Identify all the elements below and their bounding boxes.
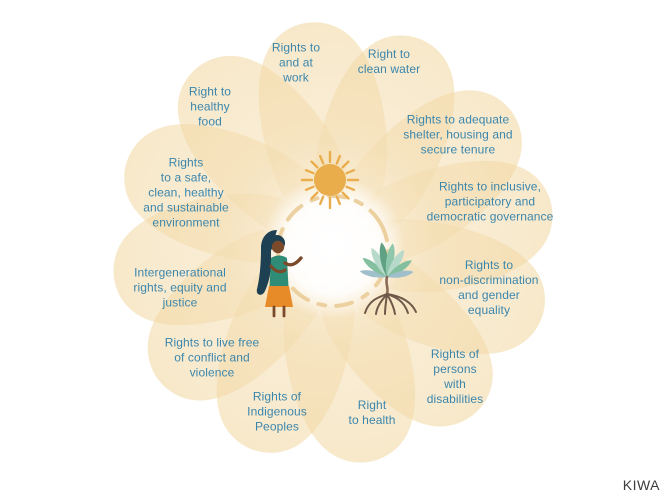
petal-label-health: Right to health — [348, 398, 396, 427]
mangrove-leaves — [359, 242, 414, 278]
mangrove-trunk — [385, 275, 389, 296]
woman-figure — [256, 230, 303, 318]
petal-label-healthy-food: Right to healthy food — [188, 84, 232, 129]
mangrove-roots — [364, 293, 417, 315]
petal-label-governance: Rights to inclusive, participatory and d… — [426, 179, 554, 224]
petal-label-work: Rights to and at work — [271, 40, 321, 85]
petal-label-conflict: Rights to live free of conflict and viol… — [164, 335, 260, 380]
petal-label-non-discrimination: Rights to non-discrimination and gender … — [439, 258, 539, 317]
petal-label-indigenous-peoples: Rights of Indigenous Peoples — [247, 389, 307, 434]
petal-label-clean-water: Right to clean water — [357, 47, 421, 76]
sun-icon — [300, 150, 360, 210]
petal-label-shelter: Rights to adequate shelter, housing and … — [403, 112, 513, 157]
kiwa-watermark: KIWA — [622, 477, 660, 493]
petal-label-intergenerational: Intergenerational rights, equity and jus… — [133, 265, 227, 310]
petal-label-disabilities: Rights of persons with disabilities — [426, 347, 484, 406]
petal-label-environment: Rights to a safe, clean, healthy and sus… — [143, 155, 229, 230]
mangrove-tree-icon — [359, 242, 417, 315]
